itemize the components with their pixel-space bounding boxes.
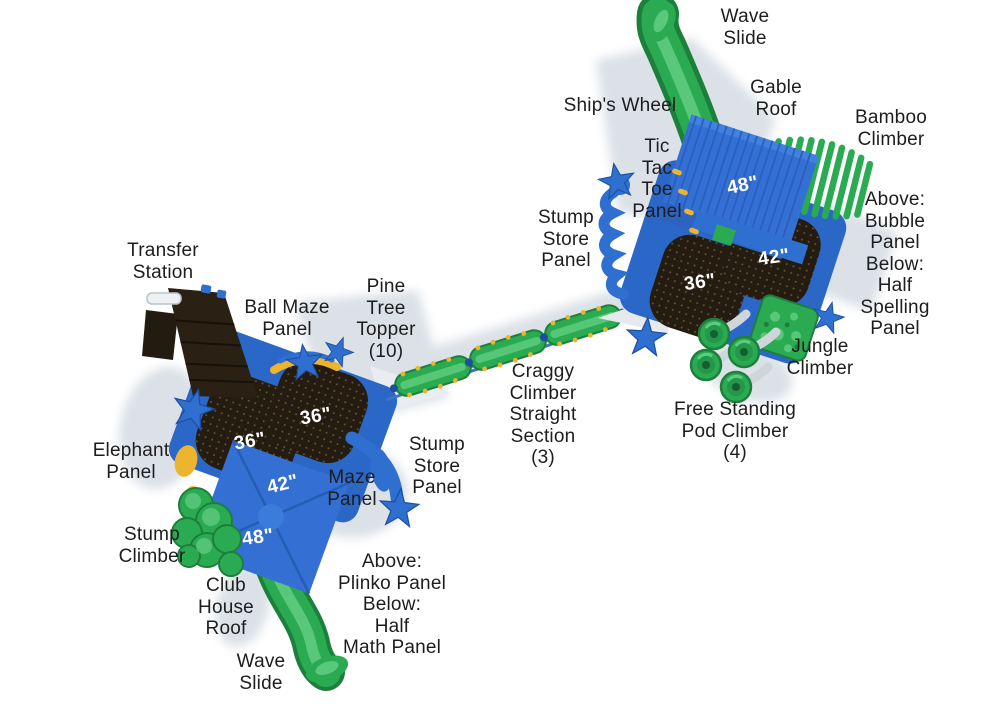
label-maze-panel: Maze Panel [327, 467, 377, 510]
right-structure [595, 0, 874, 404]
left-structure [142, 284, 450, 691]
tic-tac-toe-panel-shape [672, 168, 699, 235]
label-wave-slide-bottom: Wave Slide [236, 651, 286, 694]
label-stump-climber: Stump Climber [118, 524, 186, 567]
label-jungle-climber: Jungle Climber [786, 336, 854, 379]
label-ships-wheel: Ship's Wheel [563, 95, 677, 116]
label-free-standing-pod-climber: Free Standing Pod Climber (4) [674, 399, 796, 463]
slide-entry [712, 224, 736, 246]
label-elephant-panel: Elephant Panel [92, 440, 170, 483]
transfer-rail [146, 292, 182, 305]
label-wave-slide-top: Wave Slide [720, 6, 770, 49]
label-ball-maze-panel: Ball Maze Panel [244, 297, 330, 340]
label-plinko-math-panel: Above: Plinko Panel Below: Half Math Pan… [337, 551, 447, 658]
transfer-station-shape [142, 284, 258, 398]
label-bamboo-climber: Bamboo Climber [855, 107, 927, 150]
craggy-climber-shape [385, 304, 657, 402]
pod-climber-shape [689, 309, 781, 404]
roof-eave-band [691, 209, 809, 265]
label-transfer-station: Transfer Station [127, 240, 199, 283]
label-craggy-climber: Craggy Climber Straight Section (3) [509, 361, 577, 468]
label-bubble-spelling-panel: Above: Bubble Panel Below: Half Spelling… [860, 189, 930, 339]
label-club-house-roof: Club House Roof [198, 575, 254, 639]
label-pine-tree-topper: Pine Tree Topper (10) [356, 276, 416, 362]
label-gable-roof: Gable Roof [750, 77, 802, 120]
stump-store-panel-left-shape [370, 448, 392, 492]
label-tic-tac-toe-panel: Tic Tac Toe Panel [632, 136, 682, 222]
deck-size-label: 48" [240, 524, 276, 551]
deck-36-left-b [265, 360, 369, 464]
deck-size-label: 36" [682, 269, 718, 296]
label-stump-store-panel-left: Stump Store Panel [409, 434, 465, 498]
deck-size-label: 42" [756, 244, 792, 271]
stump-climber-shape [171, 487, 244, 577]
label-stump-store-panel-right: Stump Store Panel [538, 207, 594, 271]
wave-slide-bottom-shape [251, 536, 349, 691]
